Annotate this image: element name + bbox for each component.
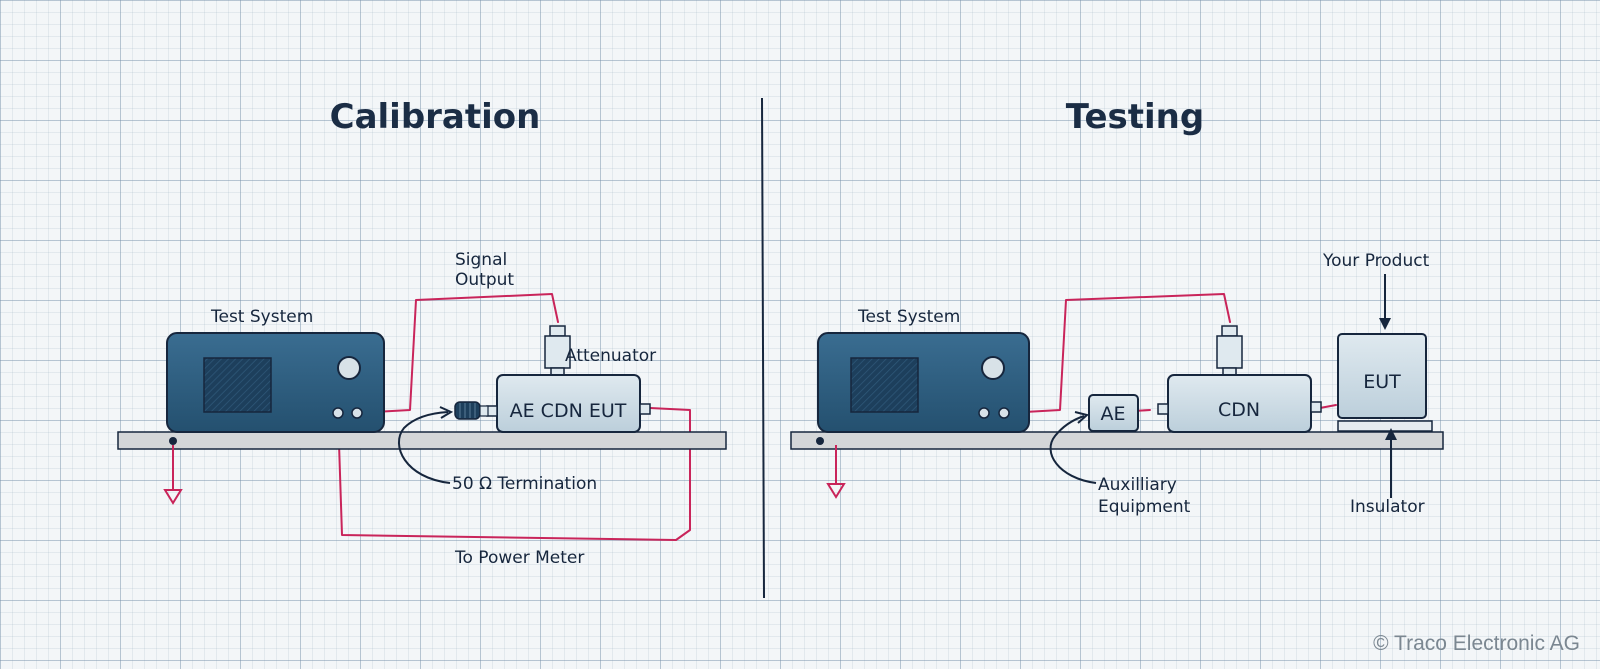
cdn-eut-port xyxy=(1310,401,1322,413)
cdn-eut-wire xyxy=(1319,404,1337,409)
cdn-ae-port xyxy=(1157,403,1169,415)
calibration-panel: Calibration Test System Attenuator Signa… xyxy=(117,97,727,568)
cdn-box-label: CDN xyxy=(1218,399,1260,421)
eut-box-label: EUT xyxy=(1363,371,1401,393)
device-port xyxy=(978,407,990,419)
device-screen xyxy=(850,357,919,413)
test-system-device xyxy=(166,332,385,433)
device-port xyxy=(332,407,344,419)
cdn-eut-port xyxy=(639,403,651,415)
aux-label-line2: Equipment xyxy=(1098,497,1191,517)
testing-title: Testing xyxy=(1066,97,1204,137)
eut-box xyxy=(1337,333,1427,419)
ground-arrow xyxy=(163,445,183,505)
your-product-label: Your Product xyxy=(1322,251,1430,271)
cdn-box xyxy=(486,374,651,433)
calibration-title: Calibration xyxy=(330,97,541,137)
aux-label-line1: Auxilliary xyxy=(1098,475,1177,495)
power-meter-label: To Power Meter xyxy=(454,548,584,568)
cdn-box-label: AE CDN EUT xyxy=(510,400,627,422)
termination-label: 50 Ω Termination xyxy=(452,474,597,494)
testing-panel: Testing Test System xyxy=(790,97,1444,517)
ae-box-label: AE xyxy=(1100,403,1125,425)
your-product-arrowhead xyxy=(1379,318,1391,330)
device-knob xyxy=(337,356,361,380)
power-meter-wire xyxy=(337,407,691,541)
ae-box xyxy=(1088,394,1139,432)
copyright-text: © Traco Electronic AG xyxy=(1373,632,1580,655)
attenuator-label: Attenuator xyxy=(565,346,656,366)
ground-arrow xyxy=(826,445,846,499)
signal-output-wire xyxy=(356,293,559,414)
test-system-label: Test System xyxy=(857,307,960,327)
insulator-pad xyxy=(1337,420,1433,432)
ground-point xyxy=(169,437,177,445)
insulator-label: Insulator xyxy=(1350,497,1425,517)
signal-output-wire xyxy=(1005,293,1231,414)
signal-output-label-line2: Output xyxy=(455,270,514,290)
testing-shelf xyxy=(790,431,1444,450)
panel-divider xyxy=(761,97,765,599)
ground-point xyxy=(816,437,824,445)
device-port xyxy=(351,407,363,419)
test-system-device xyxy=(817,332,1030,433)
device-knob xyxy=(981,356,1005,380)
device-screen xyxy=(203,357,272,413)
termination-pointer-head xyxy=(439,406,454,419)
test-system-label: Test System xyxy=(210,307,313,327)
insulator-arrowhead xyxy=(1385,428,1397,440)
termination-plug xyxy=(454,401,489,420)
attenuator xyxy=(544,325,571,378)
calibration-shelf xyxy=(117,431,727,450)
termination-pointer xyxy=(398,411,451,484)
cdn-box xyxy=(1157,374,1322,433)
device-port xyxy=(998,407,1010,419)
aux-pointer-head xyxy=(1074,411,1090,424)
coupling-connector xyxy=(1216,325,1243,378)
signal-output-label-line1: Signal xyxy=(455,250,507,270)
aux-pointer xyxy=(1049,415,1097,484)
